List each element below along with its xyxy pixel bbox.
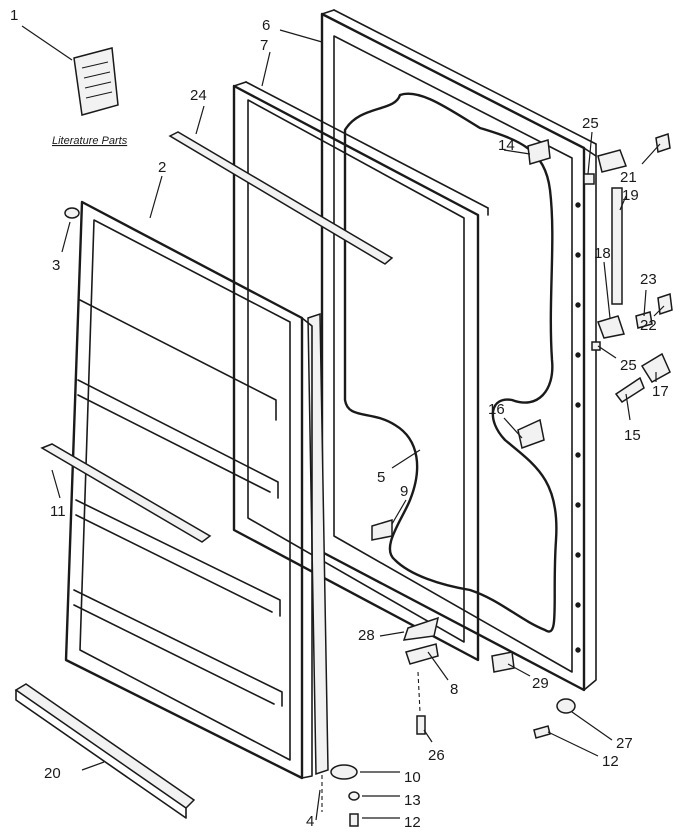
callout-18: 18 (594, 245, 611, 262)
bottom-trim (14, 683, 196, 819)
literature-booklet (73, 47, 119, 116)
top-breaker-strip (168, 131, 394, 265)
callout-24: 24 (190, 87, 207, 104)
callout-8: 8 (450, 681, 458, 698)
callout-14: 14 (498, 137, 515, 154)
brackets (371, 139, 551, 673)
literature-parts-caption: Literature Parts (52, 135, 128, 147)
callout-25-lower: 25 (620, 357, 637, 374)
callout-19: 19 (622, 187, 639, 204)
callout-20: 20 (44, 765, 61, 782)
callout-21: 21 (620, 169, 637, 186)
callout-10: 10 (404, 769, 421, 786)
callout-5: 5 (377, 469, 385, 486)
callout-17: 17 (652, 383, 669, 400)
callout-22: 22 (640, 317, 657, 334)
hinge-assembly (583, 133, 673, 351)
callout-29: 29 (532, 675, 549, 692)
callout-26: 26 (428, 747, 445, 764)
callout-4: 4 (306, 813, 314, 830)
callout-9: 9 (400, 483, 408, 500)
callout-12-right: 12 (602, 753, 619, 770)
callout-28: 28 (358, 627, 375, 644)
callout-25-top: 25 (582, 115, 599, 132)
callout-13: 13 (404, 792, 421, 809)
callout-23: 23 (640, 271, 657, 288)
callout-1: 1 (10, 7, 18, 24)
callout-3: 3 (52, 257, 60, 274)
door-panel (64, 200, 313, 780)
frame-gasket (232, 81, 489, 662)
fasteners (330, 671, 576, 827)
callout-7: 7 (260, 37, 268, 54)
callout-2: 2 (158, 159, 166, 176)
leader-lines (21, 25, 665, 821)
door-shelf-bar (40, 443, 212, 543)
callout-labels: 1 2 3 4 5 6 7 8 9 10 11 12 12 13 14 15 1… (10, 7, 669, 831)
handle-assembly (614, 352, 671, 404)
callout-27: 27 (616, 735, 633, 752)
callout-11: 11 (50, 503, 66, 520)
side-breaker-strip (307, 312, 329, 812)
door-stop-plug (64, 207, 80, 219)
callout-12-bottom: 12 (404, 814, 421, 831)
callout-6: 6 (262, 17, 270, 34)
callout-15: 15 (624, 427, 641, 444)
heater-wire-loop (343, 92, 558, 633)
flange-holes (575, 202, 581, 653)
callout-16: 16 (488, 401, 505, 418)
